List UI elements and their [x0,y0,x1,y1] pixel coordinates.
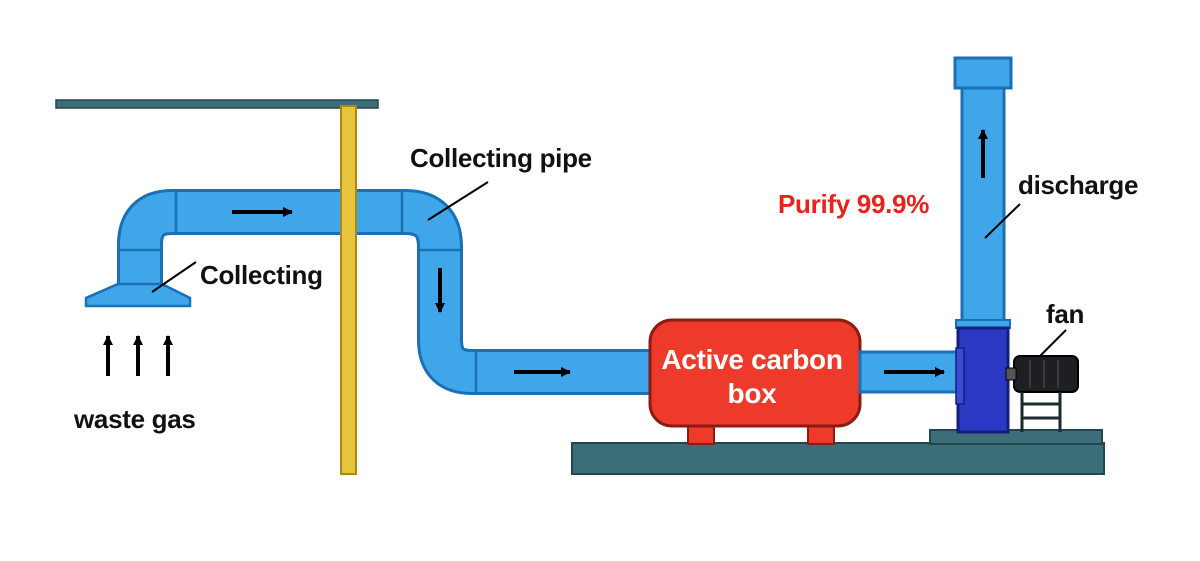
motor-shaft [1005,367,1017,381]
pipe-joints [119,191,478,393]
discharge-label: discharge [1018,170,1139,200]
motor-stand [1020,392,1062,432]
stack-cap [953,56,1013,90]
collecting-pipe-label: Collecting pipe [410,143,592,173]
collecting-hood [84,282,192,308]
fan-motor [1013,355,1079,393]
collecting-label: Collecting [200,260,323,290]
leader-fan [1039,329,1067,357]
purify-label: Purify 99.9% [778,189,930,219]
base-platform [571,442,1105,475]
collecting-pipe-outline [117,189,652,395]
leader-collecting [151,261,197,293]
fan-housing [956,326,1010,434]
leader-collecting-pipe [427,181,489,221]
fan-label: fan [1046,299,1085,329]
discharge-stack [960,84,1006,324]
support-pole [340,105,357,475]
leader-discharge [984,203,1021,239]
stack-foot [929,429,1103,445]
fan-housing-flange [955,347,965,405]
motor-fins [1029,360,1059,388]
carbon-box-label: Active carbon box [661,344,843,409]
waste-gas-arrows [103,335,173,376]
waste-gas-label: waste gas [74,404,196,434]
collecting-pipe [120,192,652,392]
ceiling-beam [55,99,379,109]
